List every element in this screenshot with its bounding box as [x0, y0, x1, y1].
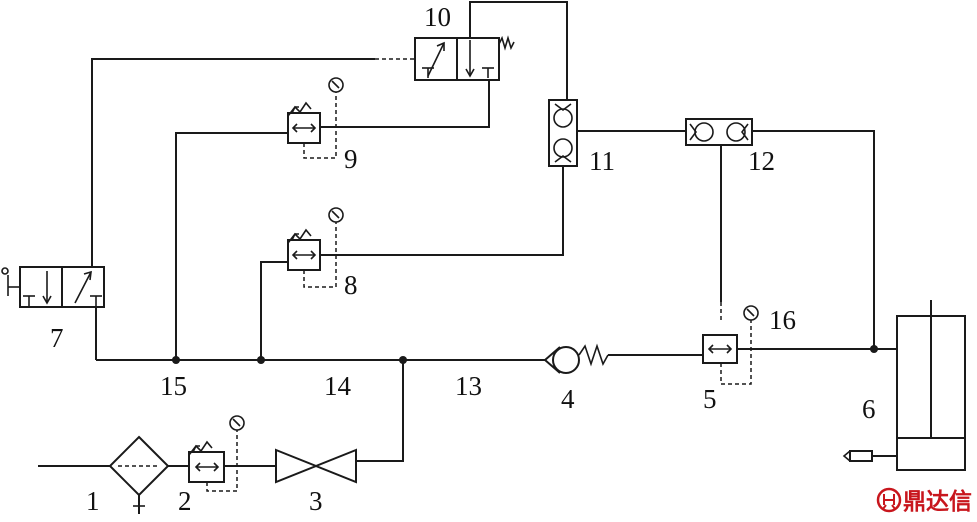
- label-1: 1: [86, 486, 100, 516]
- label-15: 15: [160, 371, 187, 401]
- filter-1: [108, 435, 170, 514]
- component-labels: 1 2 3 4 5 6 7 8 9 10 11 12 13 14 15 16: [50, 2, 876, 516]
- regulator-8: [287, 207, 344, 288]
- label-5: 5: [703, 384, 717, 414]
- label-4: 4: [561, 384, 575, 414]
- watermark-logo: 鼎达信: [876, 487, 972, 515]
- regulator-9: [287, 77, 344, 159]
- watermark-text: 鼎达信: [903, 488, 972, 515]
- label-16: 16: [769, 305, 796, 335]
- regulator-5: [702, 305, 759, 385]
- junction-13: [399, 356, 407, 364]
- valve-7: [1, 266, 105, 308]
- check-valve-4: [544, 343, 609, 374]
- cylinder-6: [842, 300, 966, 471]
- shuttle-valve-12: [685, 118, 753, 146]
- junction-cylinder: [870, 345, 878, 353]
- label-13: 13: [455, 371, 482, 401]
- junction-14: [257, 356, 265, 364]
- label-6: 6: [862, 394, 876, 424]
- piping: [38, 1, 897, 467]
- stop-valve-3: [275, 448, 357, 484]
- shuttle-valve-11: [548, 99, 578, 167]
- label-7: 7: [50, 323, 64, 353]
- label-11: 11: [589, 146, 615, 176]
- label-2: 2: [178, 486, 192, 516]
- label-8: 8: [344, 270, 358, 300]
- regulator-2: [188, 415, 245, 492]
- label-9: 9: [344, 144, 358, 174]
- valve-10: [414, 35, 515, 81]
- gauge-16: [743, 305, 759, 321]
- label-12: 12: [748, 146, 775, 176]
- label-3: 3: [309, 486, 323, 516]
- junction-15: [172, 356, 180, 364]
- label-14: 14: [324, 371, 352, 401]
- label-10: 10: [424, 2, 451, 32]
